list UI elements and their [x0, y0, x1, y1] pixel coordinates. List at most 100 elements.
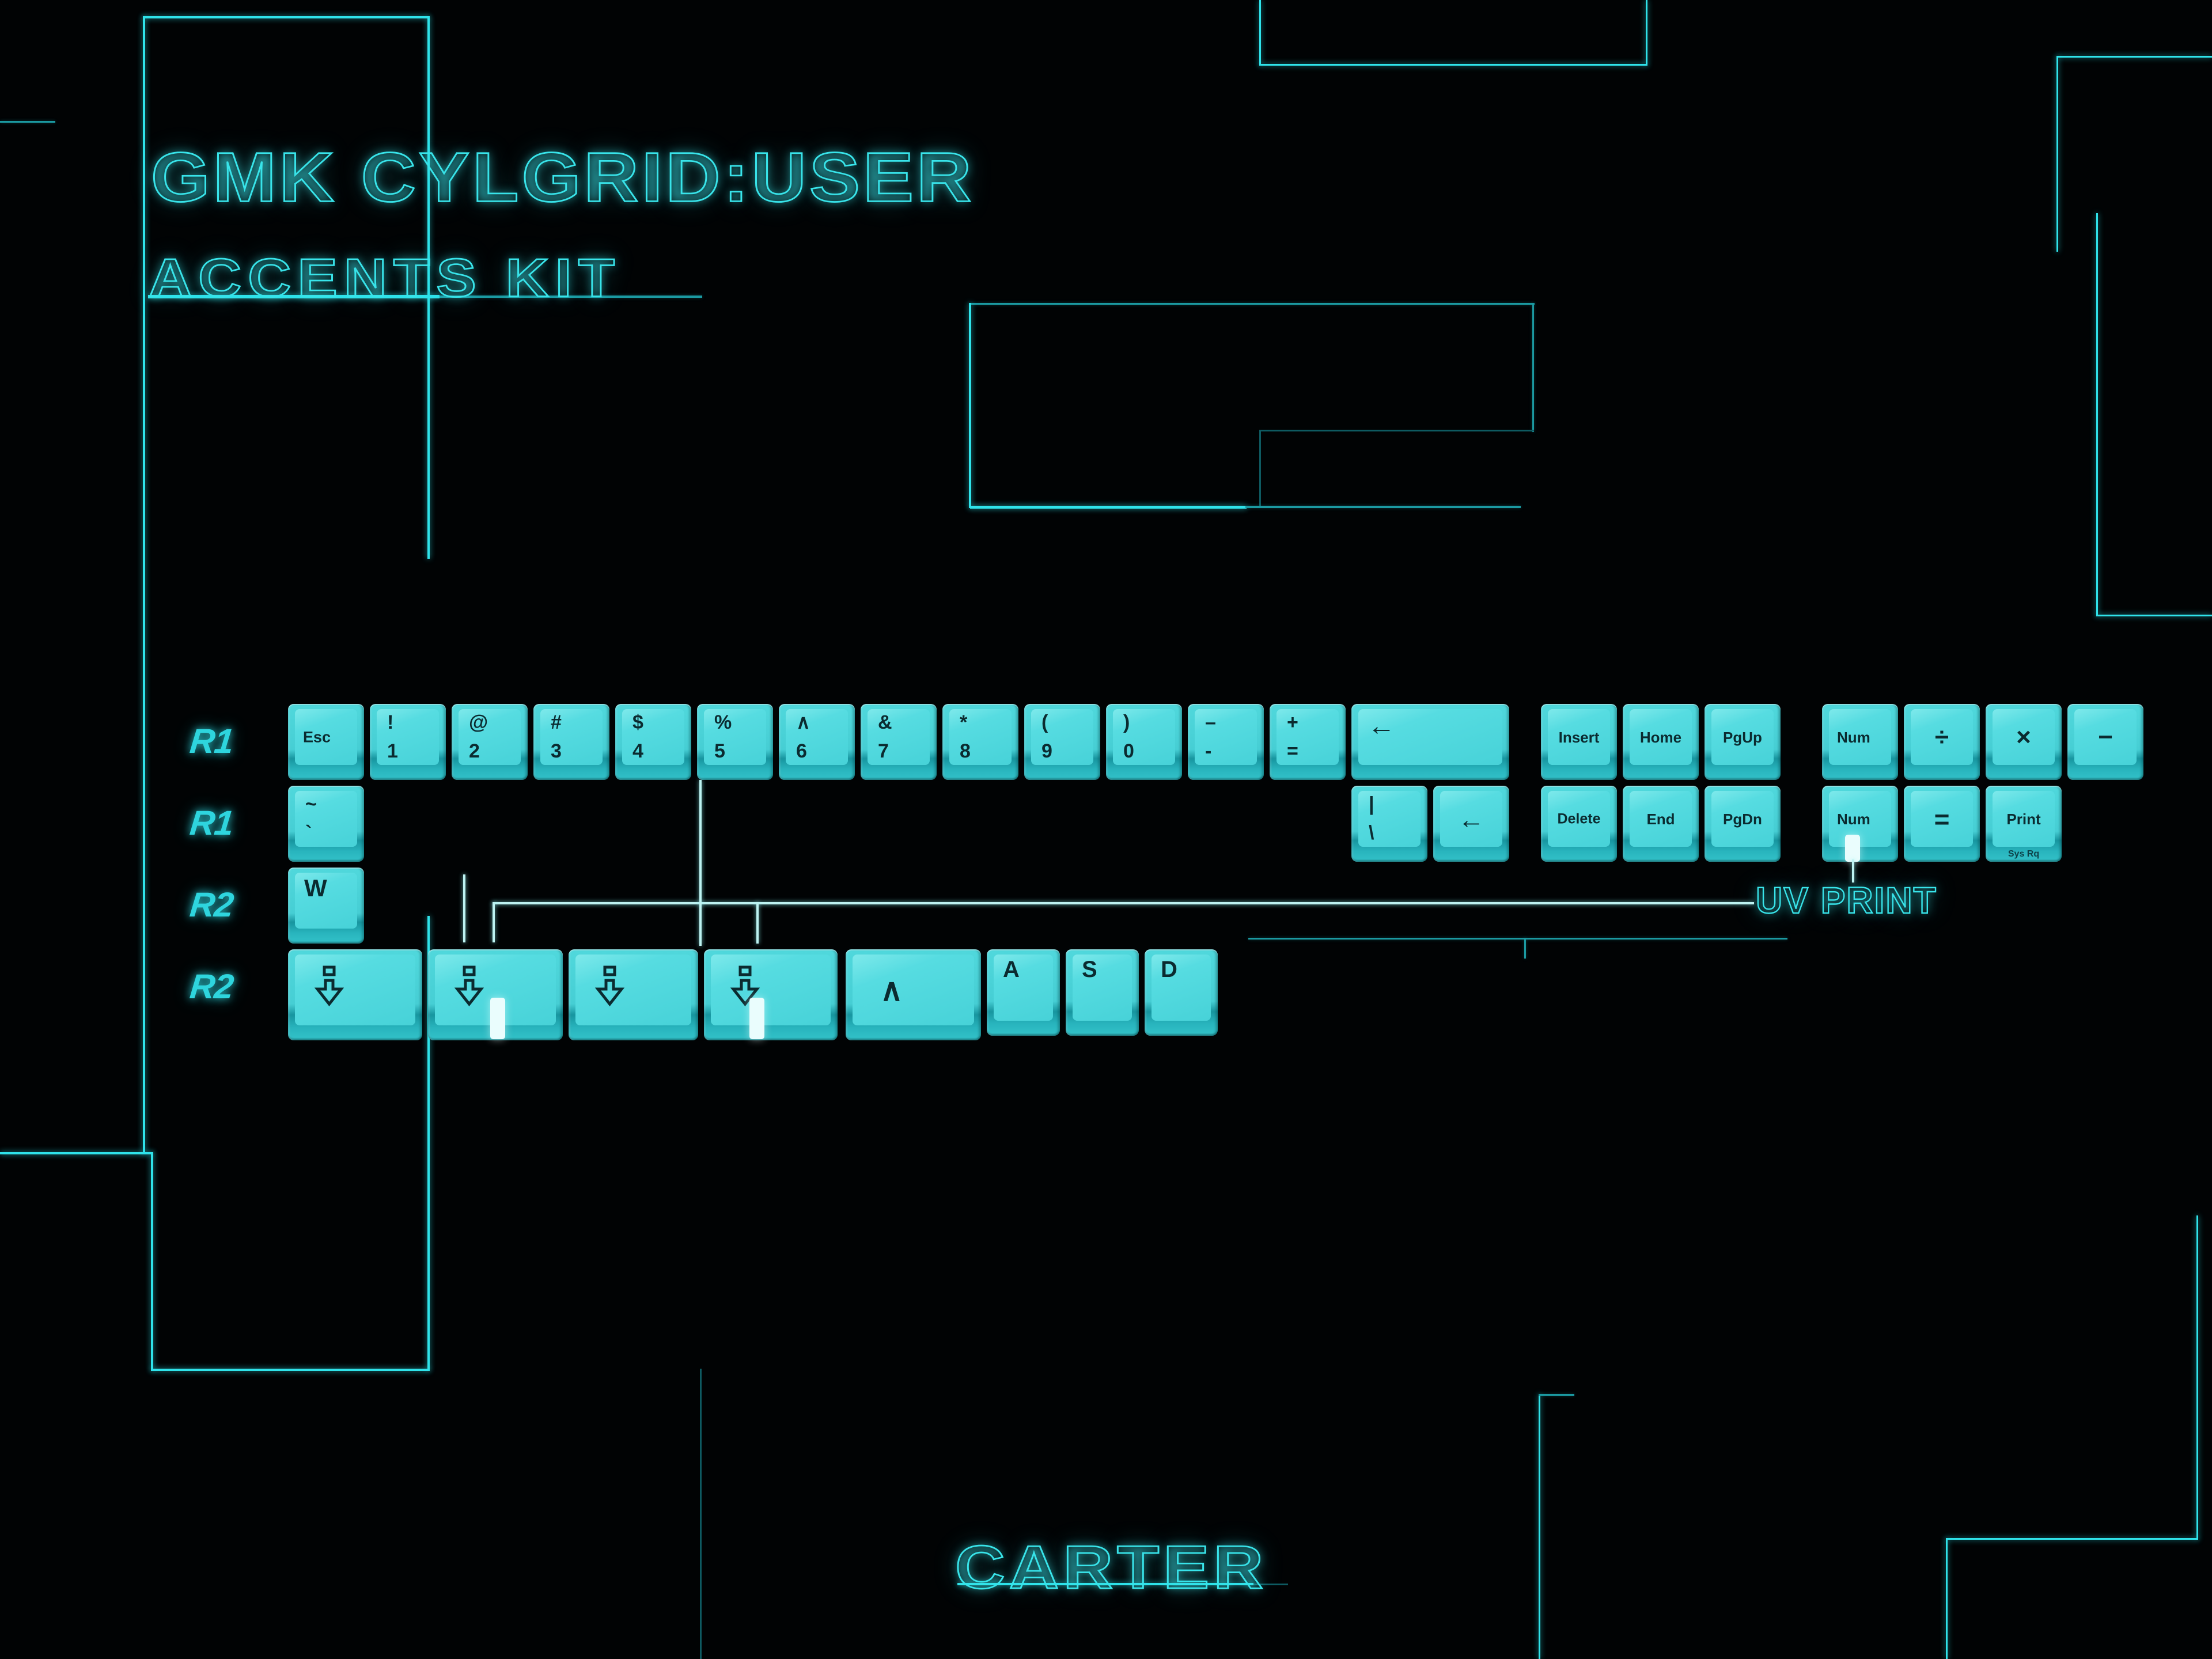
legend-base: = [1287, 740, 1298, 762]
keycap-top-face: − [2074, 709, 2137, 765]
kit-title-line1: GMK CYLGRID:USER [150, 138, 975, 217]
grid-line [427, 16, 430, 559]
grid-line [1259, 64, 1647, 66]
keycap-top-face: ← [1440, 791, 1502, 847]
grid-line [2096, 615, 2212, 616]
keycap-top-face [711, 955, 831, 1025]
keycap-a: A [987, 949, 1060, 1036]
grid-line [1259, 430, 1261, 508]
legend-shifted: @ [469, 711, 488, 733]
boxed-down-arrow-icon [730, 965, 760, 1007]
legend-base: 9 [1041, 740, 1052, 762]
boxed-down-arrow-icon [314, 965, 344, 1007]
keycap-top-face: PgDn [1711, 791, 1774, 847]
grid-line [2056, 56, 2058, 252]
keycap-delete: Delete [1541, 786, 1617, 862]
legend-base: - [1205, 740, 1212, 762]
legend-base: 2 [469, 740, 480, 762]
keycap-top-face: )0 [1113, 709, 1175, 765]
grid-line [0, 121, 55, 123]
keycap-top-face: Num [1829, 709, 1891, 765]
keycap-top-face: &7 [868, 709, 930, 765]
keycap-d: D [1145, 949, 1218, 1036]
keycap-top-face: ← [1358, 709, 1502, 765]
legend: A [1003, 957, 1020, 982]
keycap-top-face: PgUp [1711, 709, 1774, 765]
front-legend: Sys Rq [2008, 849, 2040, 859]
keycap-5: %5 [697, 704, 773, 780]
kit-title-line2: ACCENTS KIT [147, 248, 622, 309]
legend: W [304, 874, 327, 902]
legend: D [1161, 957, 1177, 982]
keycap-top-face: @2 [459, 709, 521, 765]
legend-shifted: ( [1041, 711, 1048, 733]
legend-shifted: – [1205, 711, 1216, 733]
keycap-caret-wide: ∧ [846, 949, 981, 1040]
uv-print-stripe [749, 998, 764, 1039]
grid-line [0, 1152, 153, 1154]
row-label-r2-3: R2 [188, 967, 236, 1006]
keycap-uv-blank-2 [428, 949, 563, 1040]
legend-shifted: ) [1123, 711, 1130, 733]
keycap-9: (9 [1024, 704, 1100, 780]
grid-line-top-left-h [143, 16, 429, 18]
uv-print-stripe [490, 998, 505, 1039]
legend: PgUp [1723, 728, 1762, 746]
legend-shifted: ! [387, 711, 394, 733]
legend-base: 8 [960, 740, 971, 762]
keycap-3: #3 [533, 704, 609, 780]
keycap-plus: += [1270, 704, 1346, 780]
legend: ← [1368, 711, 1395, 741]
uv-callout-leg [463, 874, 465, 942]
grid-line [2096, 213, 2098, 616]
uv-callout-main-h [493, 902, 1754, 904]
keycap-end: End [1623, 786, 1699, 862]
keycap-top-face: !1 [377, 709, 439, 765]
keycap-7: &7 [861, 704, 937, 780]
keycap-num: Num [1822, 704, 1898, 780]
keycap-pipe: |\ [1351, 786, 1427, 862]
keycap-w: W [288, 868, 364, 944]
uv-print-callout-label: UV PRINT [1755, 879, 1937, 922]
keycap-top-face: %5 [704, 709, 766, 765]
grid-line [1245, 506, 1521, 508]
legend: Insert [1558, 728, 1600, 746]
grid-line [2056, 56, 2212, 58]
carter-logo: CARTER [955, 1533, 1267, 1603]
keycap-minus: –- [1188, 704, 1264, 780]
keycap-multiply: × [1986, 704, 2062, 780]
keycap-pgup: PgUp [1705, 704, 1781, 780]
legend-shifted: % [714, 711, 732, 733]
legend: S [1082, 957, 1097, 982]
legend: Num [1837, 810, 1870, 828]
legend: = [1934, 804, 1950, 834]
row-label-r1-0: R1 [188, 722, 236, 760]
title-underline [148, 295, 440, 298]
keycap-top-face [575, 955, 691, 1025]
grid-line [1532, 303, 1534, 432]
keycap-top-face: (9 [1031, 709, 1093, 765]
row-label-r1-1: R1 [188, 804, 236, 842]
keycap-uv-blank-1 [288, 949, 422, 1040]
legend: Print [2006, 810, 2041, 828]
title-underline-dim [440, 296, 702, 298]
keycap-8: *8 [942, 704, 1018, 780]
row-label-r2-2: R2 [188, 885, 236, 924]
keycap-4: $4 [615, 704, 691, 780]
legend-shifted: # [551, 711, 562, 733]
keycap-top-face: |\ [1358, 791, 1421, 847]
grid-line [1248, 938, 1787, 940]
keycap-top-face: ~` [295, 791, 357, 847]
grid-line [969, 303, 1535, 305]
keycap-top-face: Num [1829, 791, 1891, 847]
keycap-insert: Insert [1541, 704, 1617, 780]
legend: Home [1639, 728, 1682, 746]
grid-line [969, 303, 971, 508]
grid-line-left-v [143, 16, 145, 1154]
legend-shifted: ~ [305, 793, 317, 815]
legend-shifted: ∧ [796, 711, 810, 733]
keycap-0: )0 [1106, 704, 1182, 780]
keycap-esc: Esc [288, 704, 364, 780]
